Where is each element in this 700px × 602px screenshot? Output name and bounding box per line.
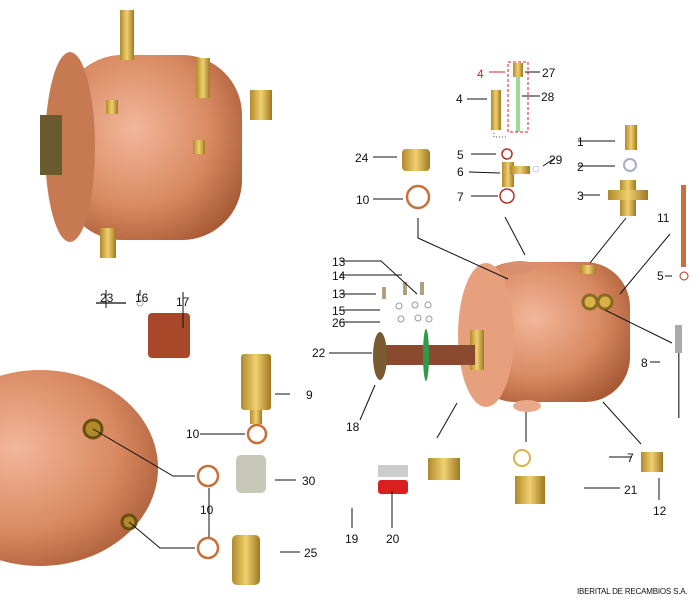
parts xyxy=(96,61,689,585)
label-20: 20 xyxy=(386,532,400,546)
label-10c: 10 xyxy=(200,503,214,517)
label-26: 26 xyxy=(332,316,346,330)
label-6: 6 xyxy=(457,165,464,179)
label-8: 8 xyxy=(641,356,648,370)
label-7: 7 xyxy=(457,190,464,204)
label-22: 22 xyxy=(312,346,326,360)
heating-element xyxy=(373,329,475,381)
label-25: 25 xyxy=(304,546,318,560)
label-5: 5 xyxy=(457,148,464,162)
label-11: 11 xyxy=(657,211,670,225)
label-1: 1 xyxy=(577,135,584,149)
label-10: 10 xyxy=(356,193,370,207)
label-10b: 10 xyxy=(186,427,200,441)
assembled-boiler-photo xyxy=(40,10,272,258)
label-28: 28 xyxy=(541,90,555,104)
label-5b: 5 xyxy=(657,269,664,283)
label-12: 12 xyxy=(653,504,667,518)
label-15: 15 xyxy=(332,304,346,318)
part-labels: 4 27 4 28 1 24 5 29 2 6 3 10 7 11 13 14 … xyxy=(100,66,670,560)
footer-credit: IBERITAL DE RECAMBIOS S.A. xyxy=(577,587,687,596)
label-16: 16 xyxy=(135,291,149,305)
label-18: 18 xyxy=(346,420,360,434)
label-29: 29 xyxy=(549,153,563,167)
leader-lines xyxy=(92,71,673,553)
label-2: 2 xyxy=(577,160,584,174)
label-17: 17 xyxy=(176,295,190,309)
label-9: 9 xyxy=(306,388,313,402)
label-30: 30 xyxy=(302,474,316,488)
boiler-end-cap-photo xyxy=(0,370,158,566)
label-4: 4 xyxy=(456,92,463,106)
label-23: 23 xyxy=(100,291,114,305)
label-4-red: 4 xyxy=(477,67,484,81)
label-7b: 7 xyxy=(627,451,634,465)
label-24: 24 xyxy=(355,151,369,165)
label-13b: 13 xyxy=(332,287,346,301)
main-boiler xyxy=(458,261,630,412)
label-13: 13 xyxy=(332,255,346,269)
label-14: 14 xyxy=(332,269,346,283)
label-19: 19 xyxy=(345,532,359,546)
label-21: 21 xyxy=(624,483,638,497)
label-3: 3 xyxy=(577,189,584,203)
label-27: 27 xyxy=(542,66,556,80)
